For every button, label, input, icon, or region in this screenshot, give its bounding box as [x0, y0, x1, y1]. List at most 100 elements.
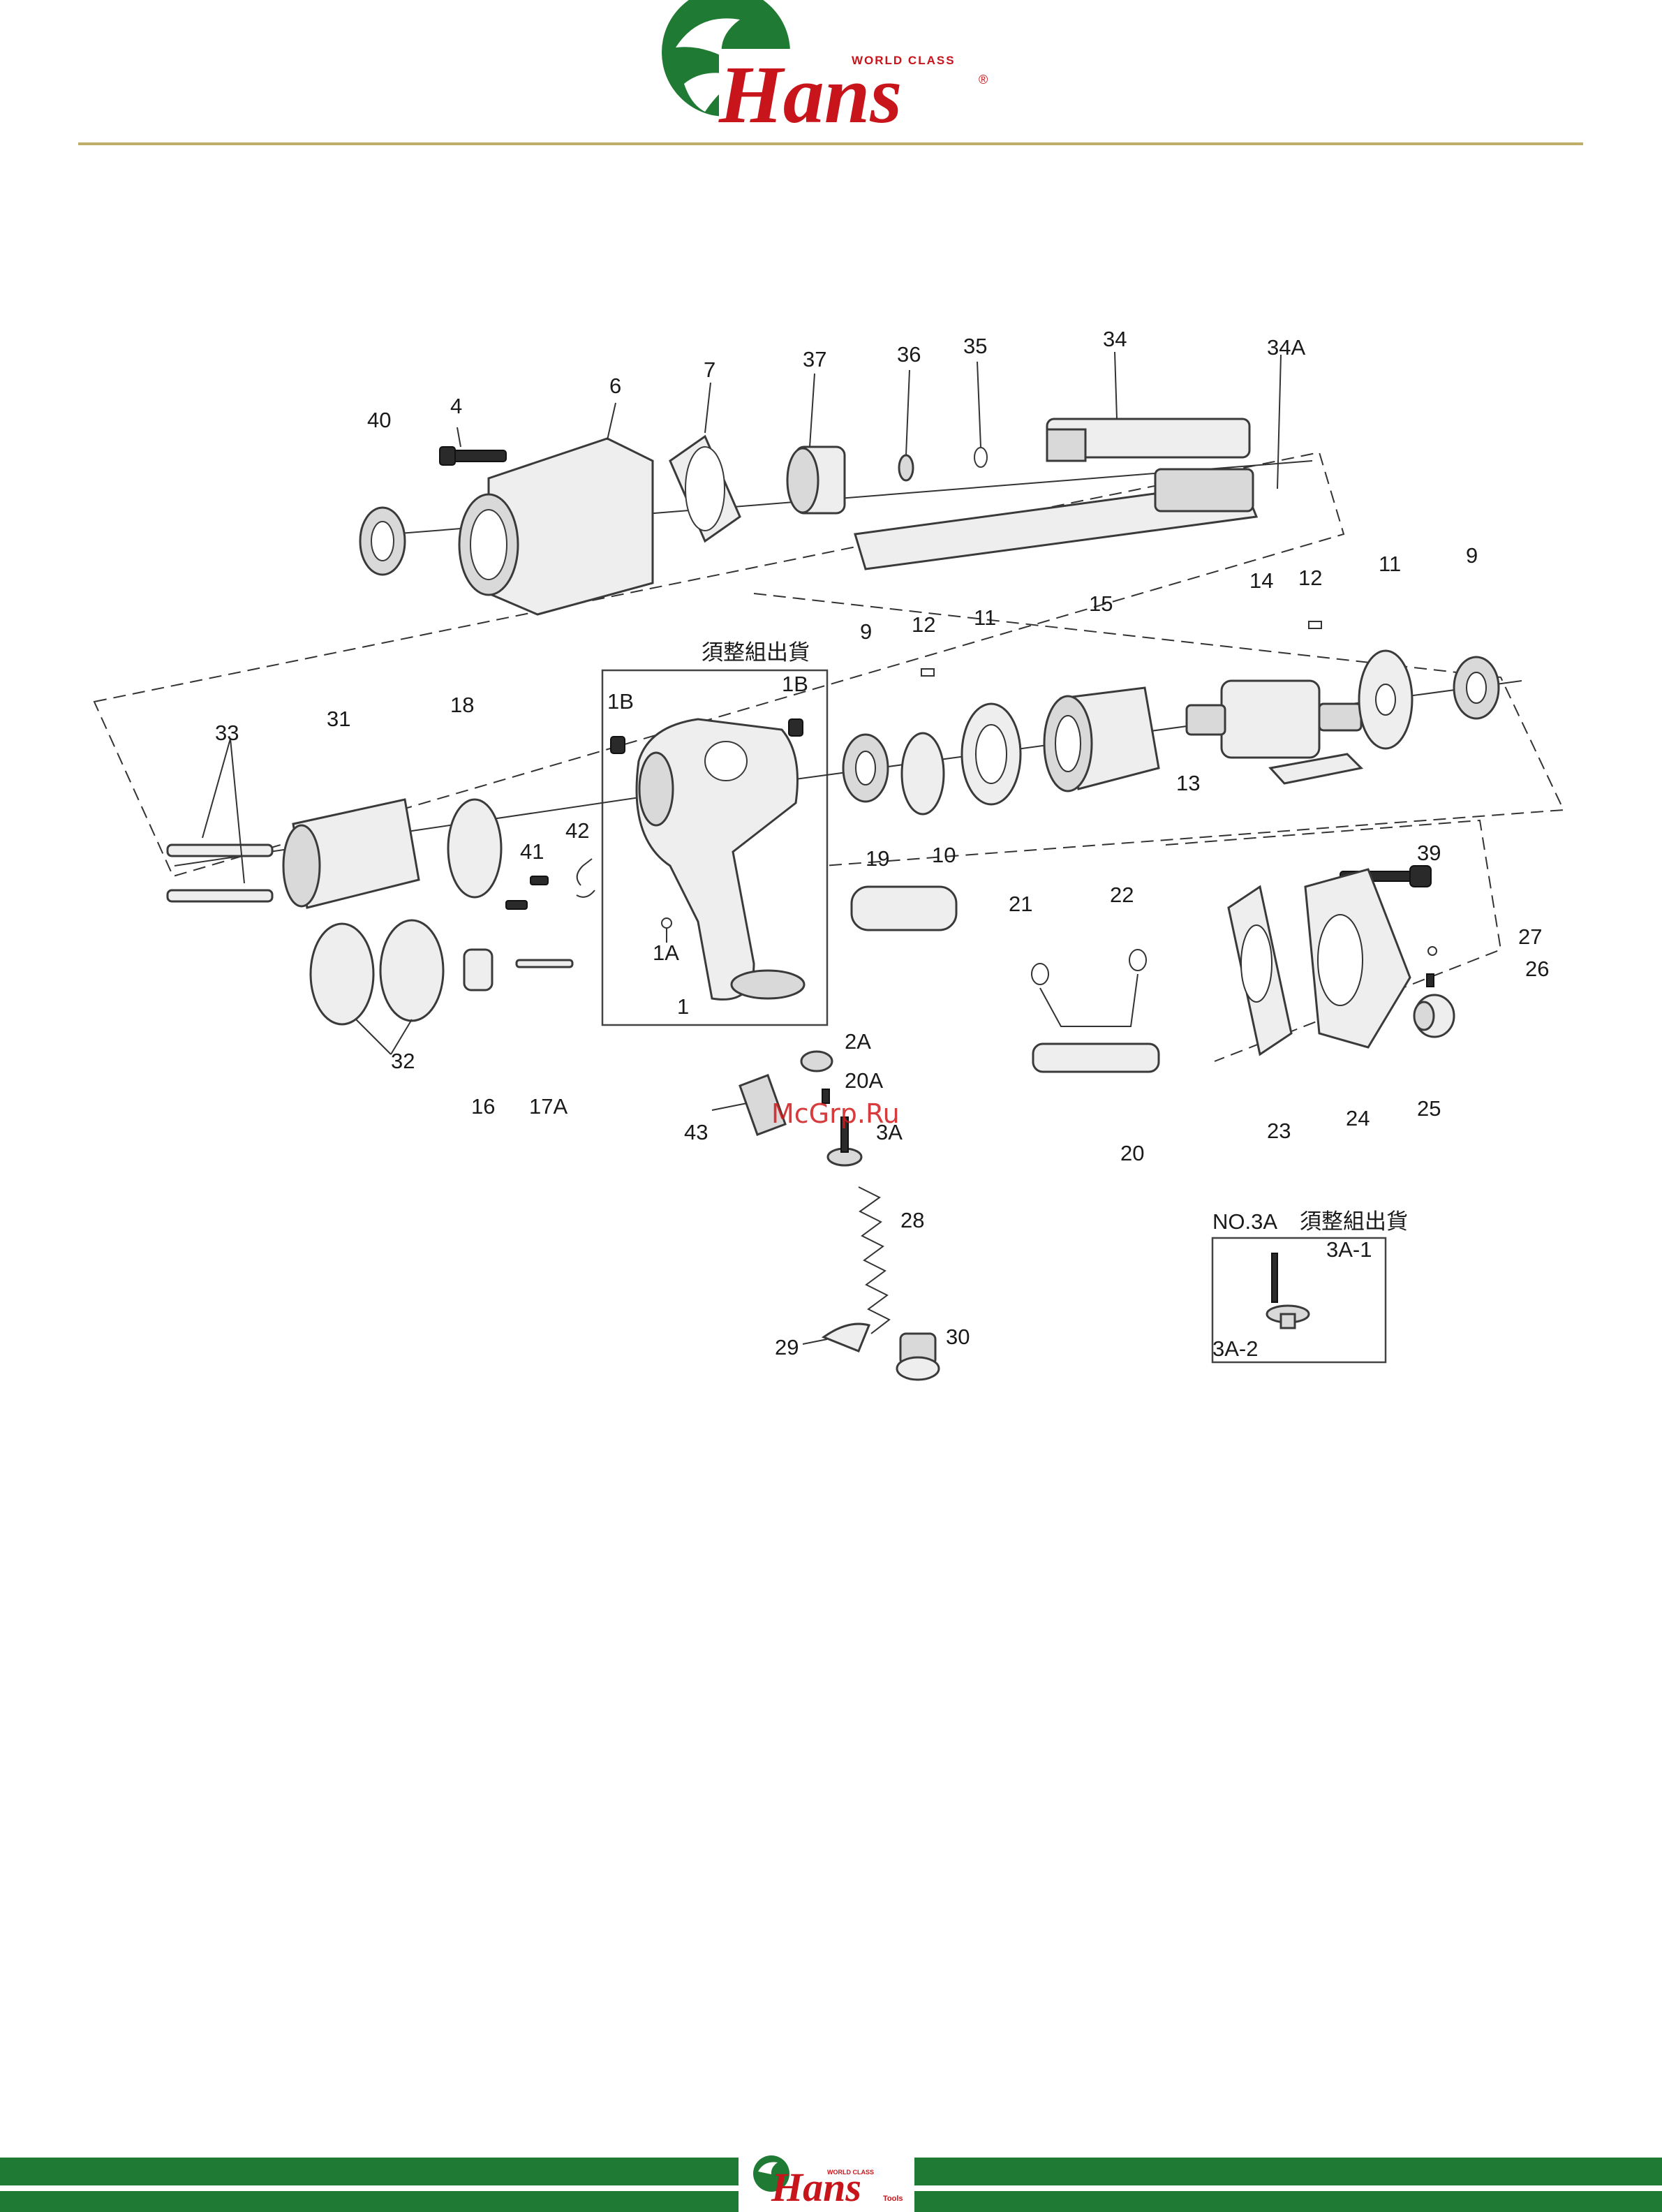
part-label: 1A: [653, 941, 679, 965]
part-label: 11: [1379, 552, 1401, 576]
part-label: 9: [1466, 543, 1478, 568]
part-label: 31: [327, 707, 350, 731]
part-label: 2A: [845, 1029, 871, 1054]
part-label: 10: [932, 843, 956, 867]
part-34-anvil: [1047, 419, 1249, 461]
part-29-clip: [824, 1324, 869, 1351]
exploded-parts-diagram: 40 4 6 7 37 36 35 34 34A 33 31 18 1B 1B …: [94, 327, 1564, 1380]
part-label: 34A: [1267, 335, 1305, 360]
part-label: 26: [1525, 957, 1549, 981]
part-12-pin-rear: [1309, 621, 1321, 628]
part-label: 22: [1110, 883, 1134, 907]
part-label: 14: [1249, 568, 1273, 593]
part-label: 37: [803, 347, 826, 371]
watermark: McGrp.Ru: [771, 1098, 900, 1129]
part-label: 16: [471, 1094, 495, 1119]
part-label: 35: [963, 334, 987, 358]
part-labels: 40 4 6 7 37 36 35 34 34A 33 31 18 1B 1B …: [215, 327, 1549, 1361]
part-41-screw: [506, 876, 548, 909]
part-40-seal: [360, 508, 405, 575]
part-37-bushing: [787, 447, 845, 513]
part-label: 27: [1518, 924, 1542, 949]
part-9-bearing-front: [843, 735, 888, 802]
part-36-ring: [899, 455, 913, 480]
part-label: 33: [215, 721, 239, 745]
part-label: 21: [1009, 892, 1032, 916]
part-label: 19: [866, 846, 889, 871]
part-11-endplate-front: [962, 704, 1021, 804]
part-label: 6: [609, 374, 621, 398]
part-label: 1B: [607, 689, 634, 714]
part-label: 34: [1103, 327, 1127, 351]
part-label: 41: [520, 839, 544, 864]
part-10-ring: [902, 733, 944, 814]
part-35-oring: [974, 448, 987, 467]
part-18-washer: [448, 799, 501, 897]
inset-assembly-note: 須整組出貨: [1300, 1209, 1408, 1234]
part-label: 20: [1120, 1141, 1144, 1165]
part-label: 24: [1346, 1106, 1370, 1130]
part-label: 28: [900, 1208, 924, 1232]
part-label: 4: [450, 394, 462, 418]
part-1a-plug: [662, 918, 672, 928]
part-11-endplate-rear: [1359, 651, 1412, 749]
part-label: 15: [1089, 591, 1113, 616]
part-label: 32: [391, 1049, 415, 1073]
part-label: 42: [565, 818, 589, 843]
part-25-knob: [1414, 995, 1454, 1037]
part-6-hammer-case: [459, 438, 653, 614]
part-14-rotor: [1187, 681, 1361, 758]
part-34a-long-anvil: [855, 469, 1256, 569]
part-2a-bushing: [801, 1052, 832, 1071]
part-label: 25: [1417, 1096, 1441, 1121]
footer-brand-tagline: WORLD CLASS: [827, 2169, 874, 2176]
part-20-reverse-valve: [1033, 1044, 1159, 1072]
part-label: 12: [912, 612, 935, 637]
part-17a-rod: [517, 960, 572, 967]
footer-band: Hans WORLD CLASS Tools: [0, 2151, 1662, 2212]
part-42-clip: [577, 859, 595, 897]
part-7-gasket: [670, 436, 740, 541]
part-27-ball: [1428, 947, 1437, 955]
header-logo: Hans WORLD CLASS ®: [662, 0, 988, 140]
part-1b-pin-right: [789, 719, 803, 736]
part-label: 9: [860, 619, 872, 644]
part-label: 1B: [782, 672, 808, 696]
part-label: 39: [1417, 841, 1441, 865]
part-28-spring: [859, 1187, 889, 1334]
part-label: 3A-2: [1212, 1336, 1258, 1361]
part-label: 23: [1267, 1119, 1291, 1143]
part-label: 30: [946, 1325, 970, 1349]
part-label: 20A: [845, 1068, 883, 1093]
part-label: 12: [1298, 566, 1322, 590]
part-26-spring: [1427, 974, 1434, 987]
part-16-block: [464, 950, 492, 990]
part-label: 43: [684, 1120, 708, 1144]
part-24-backplate: [1305, 869, 1410, 1047]
group-assembly-note: 須整組出貨: [702, 640, 810, 665]
inset-title: NO.3A: [1212, 1209, 1277, 1234]
part-label: 40: [367, 408, 391, 432]
part-label: 18: [450, 693, 474, 717]
part-label: 17A: [529, 1094, 567, 1119]
part-9-bearing-rear: [1454, 657, 1499, 718]
footer-brand-suffix: Tools: [883, 2195, 903, 2203]
part-23-gasket: [1229, 887, 1291, 1054]
part-label: 3A-1: [1326, 1237, 1372, 1262]
part-label: 29: [775, 1335, 799, 1359]
part-4-bolt: [440, 447, 506, 465]
part-label: 11: [974, 605, 996, 630]
part-22-oring: [1129, 950, 1146, 971]
part-1b-pin-left: [611, 737, 625, 753]
part-21-22-leaders: [1040, 974, 1138, 1026]
part-label: 7: [704, 357, 715, 382]
brand-tagline: WORLD CLASS: [852, 54, 956, 67]
part-21-oring: [1032, 964, 1048, 985]
registered-mark: ®: [979, 73, 988, 87]
part-label: 13: [1176, 771, 1200, 795]
part-32-hammers: [311, 920, 443, 1024]
part-19-valve-sleeve: [852, 887, 956, 930]
part-30-inlet: [897, 1334, 939, 1380]
part-label: 36: [897, 342, 921, 367]
